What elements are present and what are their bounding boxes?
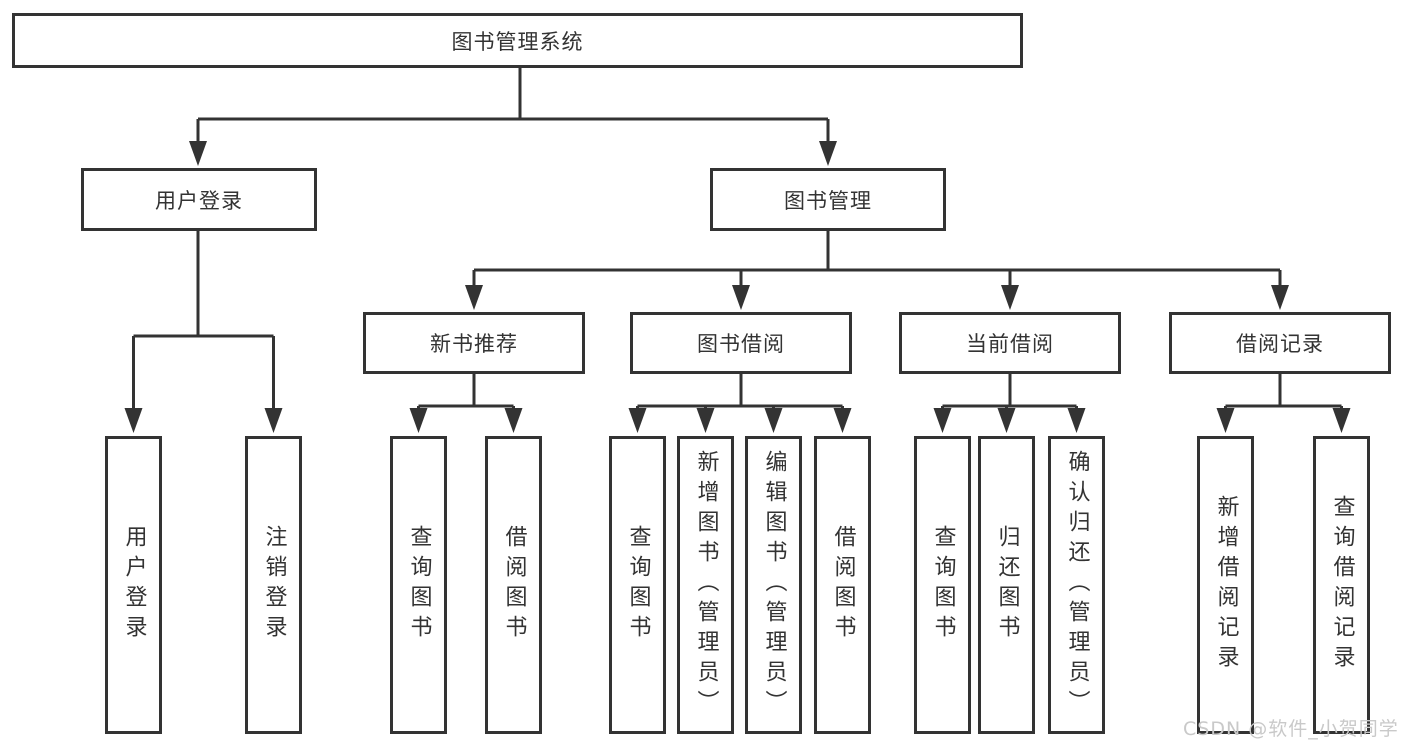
node-book-borrow: 图书借阅 <box>630 312 852 374</box>
node-current-borrow: 当前借阅 <box>899 312 1121 374</box>
leaf-newbook-borrow-book: 借阅图书 <box>485 436 542 734</box>
node-borrow-records-label: 借阅记录 <box>1236 332 1324 356</box>
node-new-book-recommend-label: 新书推荐 <box>430 332 518 356</box>
node-book-management-label: 图书管理 <box>784 188 872 213</box>
node-book-borrow-label: 图书借阅 <box>697 332 785 356</box>
leaf-records-query-record: 查询借阅记录 <box>1313 436 1370 734</box>
leaf-logout-login: 注销登录 <box>245 436 302 734</box>
node-root-label: 图书管理系统 <box>451 29 584 54</box>
leaf-current-query-book: 查询图书 <box>914 436 971 734</box>
node-new-book-recommend: 新书推荐 <box>363 312 585 374</box>
node-user-login: 用户登录 <box>81 168 317 231</box>
leaf-borrow-add-book-admin: 新增图书（管理员） <box>677 436 734 734</box>
node-current-borrow-label: 当前借阅 <box>966 332 1054 356</box>
leaf-records-add-record: 新增借阅记录 <box>1197 436 1254 734</box>
leaf-current-confirm-return-admin: 确认归还（管理员） <box>1048 436 1105 734</box>
leaf-borrow-edit-book-admin: 编辑图书（管理员） <box>745 436 802 734</box>
watermark: CSDN @软件_小贺同学 <box>1183 718 1399 740</box>
leaf-borrow-query-book: 查询图书 <box>609 436 666 734</box>
node-user-login-label: 用户登录 <box>155 188 243 213</box>
arrowheads <box>124 141 1351 433</box>
node-borrow-records: 借阅记录 <box>1169 312 1391 374</box>
leaf-borrow-borrow-book: 借阅图书 <box>814 436 871 734</box>
leaf-user-login: 用户登录 <box>105 436 162 734</box>
node-book-management: 图书管理 <box>710 168 946 231</box>
leaf-newbook-query-book: 查询图书 <box>390 436 447 734</box>
node-root: 图书管理系统 <box>12 13 1023 68</box>
leaf-current-return-book: 归还图书 <box>978 436 1035 734</box>
